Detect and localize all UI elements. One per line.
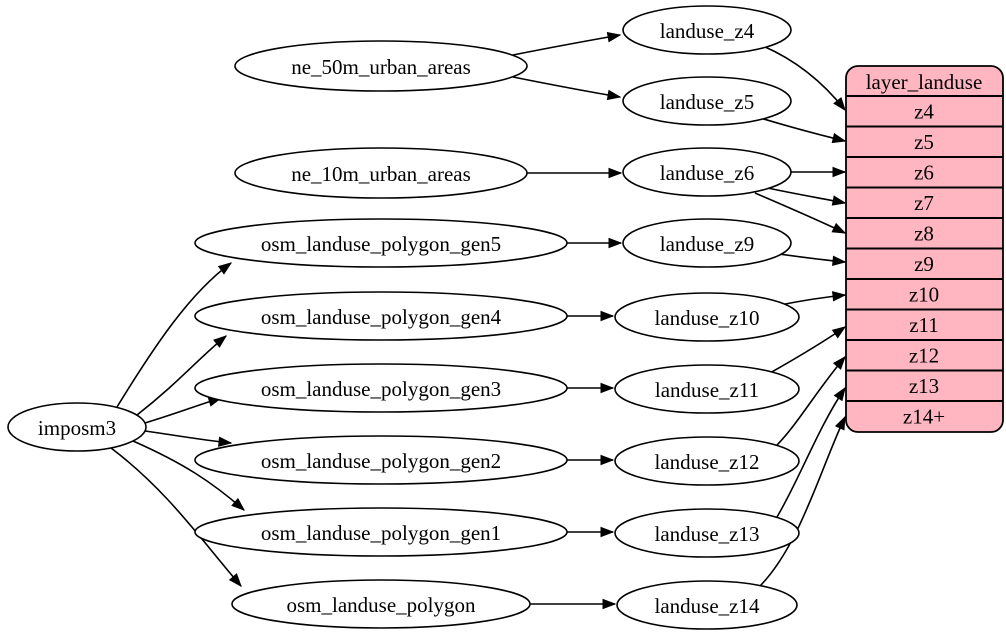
- edge-landuse-z12-to-row-z12: [776, 357, 845, 446]
- layer-table-row-z10: z10: [909, 283, 939, 307]
- edge-imposm3-to-osm-landuse-polygon: [110, 447, 241, 586]
- node-landuse-z11: landuse_z11: [614, 364, 800, 414]
- layer-table-row-z9: z9: [914, 252, 934, 276]
- edge-landuse-z11-to-row-z11: [769, 327, 845, 374]
- layer-table-separators: [846, 95, 1003, 402]
- edge-landuse-z14-to-row-z14plus: [759, 417, 846, 587]
- node-osm-landuse-polygon-gen5: osm_landuse_polygon_gen5: [194, 218, 568, 268]
- edge-imposm3-to-osm-landuse-polygon-gen4: [136, 336, 226, 416]
- node-label: osm_landuse_polygon: [287, 593, 476, 617]
- layer-table: layer_landuse z4 z5 z6 z7 z8 z9 z10 z11 …: [845, 65, 1004, 433]
- edge-landuse-z9-to-row-z9: [771, 252, 845, 262]
- node-label: landuse_z9: [660, 232, 754, 256]
- edge-landuse-z5-to-row-z5: [756, 116, 845, 141]
- node-landuse-z14: landuse_z14: [616, 580, 798, 630]
- node-label: osm_landuse_polygon_gen3: [261, 377, 501, 401]
- layer-table-row-z12: z12: [909, 344, 939, 368]
- node-label: landuse_z14: [655, 594, 760, 618]
- edge-imposm3-to-osm-landuse-polygon-gen3: [144, 398, 221, 424]
- node-label: landuse_z5: [660, 90, 754, 114]
- node-label: landuse_z6: [660, 161, 754, 185]
- layer-table-title: layer_landuse: [866, 70, 983, 94]
- node-landuse-z5: landuse_z5: [622, 76, 792, 126]
- layer-table-row-z11: z11: [909, 313, 939, 337]
- edge-landuse-z4-to-row-z4: [762, 45, 845, 110]
- layer-table-row-z4: z4: [914, 100, 934, 124]
- node-label: landuse_z10: [655, 306, 760, 330]
- node-imposm3: imposm3: [7, 402, 147, 452]
- node-osm-landuse-polygon-gen4: osm_landuse_polygon_gen4: [194, 291, 568, 341]
- node-imposm3-label: imposm3: [38, 416, 116, 440]
- edge-imposm3-to-osm-landuse-polygon-gen5: [116, 263, 231, 408]
- node-landuse-z12: landuse_z12: [614, 436, 800, 486]
- node-landuse-z10: landuse_z10: [614, 292, 800, 342]
- node-osm-landuse-polygon-gen1: osm_landuse_polygon_gen1: [194, 507, 568, 557]
- edge-group: [110, 35, 846, 604]
- node-label: osm_landuse_polygon_gen4: [261, 305, 502, 329]
- node-osm-landuse-polygon-gen3: osm_landuse_polygon_gen3: [194, 363, 568, 413]
- node-label: osm_landuse_polygon_gen1: [261, 521, 501, 545]
- node-label: landuse_z12: [655, 450, 760, 474]
- layer-table-row-z14plus: z14+: [903, 405, 945, 429]
- node-label: osm_landuse_polygon_gen5: [261, 232, 501, 256]
- edge-imposm3-to-osm-landuse-polygon-gen1: [132, 440, 244, 510]
- node-label: ne_50m_urban_areas: [291, 55, 471, 79]
- node-label: landuse_z11: [655, 378, 759, 402]
- node-landuse-z13: landuse_z13: [614, 508, 800, 558]
- node-label: osm_landuse_polygon_gen2: [261, 449, 501, 473]
- node-landuse-z4: landuse_z4: [622, 5, 792, 55]
- edge-landuse-z6-to-row-z8: [754, 192, 845, 234]
- node-ne-10m-urban-areas: ne_10m_urban_areas: [234, 147, 528, 199]
- node-label: ne_10m_urban_areas: [291, 162, 471, 186]
- edge-imposm3-to-osm-landuse-polygon-gen2: [144, 430, 231, 443]
- edge-landuse-z10-to-row-z10: [779, 295, 845, 306]
- edge-ne-50m-urban-areas-to-landuse-z4: [512, 35, 620, 56]
- edge-ne-50m-urban-areas-to-landuse-z5: [512, 76, 620, 97]
- edge-landuse-z13-to-row-z13: [776, 388, 845, 518]
- node-label: landuse_z4: [660, 19, 755, 43]
- layer-table-row-z8: z8: [914, 222, 934, 246]
- node-ne-50m-urban-areas: ne_50m_urban_areas: [234, 40, 528, 92]
- layer-table-row-z6: z6: [914, 161, 934, 185]
- layer-table-row-z13: z13: [909, 374, 939, 398]
- node-label: landuse_z13: [655, 522, 760, 546]
- node-landuse-z6: landuse_z6: [622, 147, 792, 197]
- node-landuse-z9: landuse_z9: [622, 218, 792, 268]
- layer-table-row-z5: z5: [914, 130, 934, 154]
- node-osm-landuse-polygon: osm_landuse_polygon: [231, 579, 531, 629]
- layer-table-row-z7: z7: [914, 191, 934, 215]
- node-osm-landuse-polygon-gen2: osm_landuse_polygon_gen2: [194, 435, 568, 485]
- edge-landuse-z6-to-row-z7: [762, 186, 845, 203]
